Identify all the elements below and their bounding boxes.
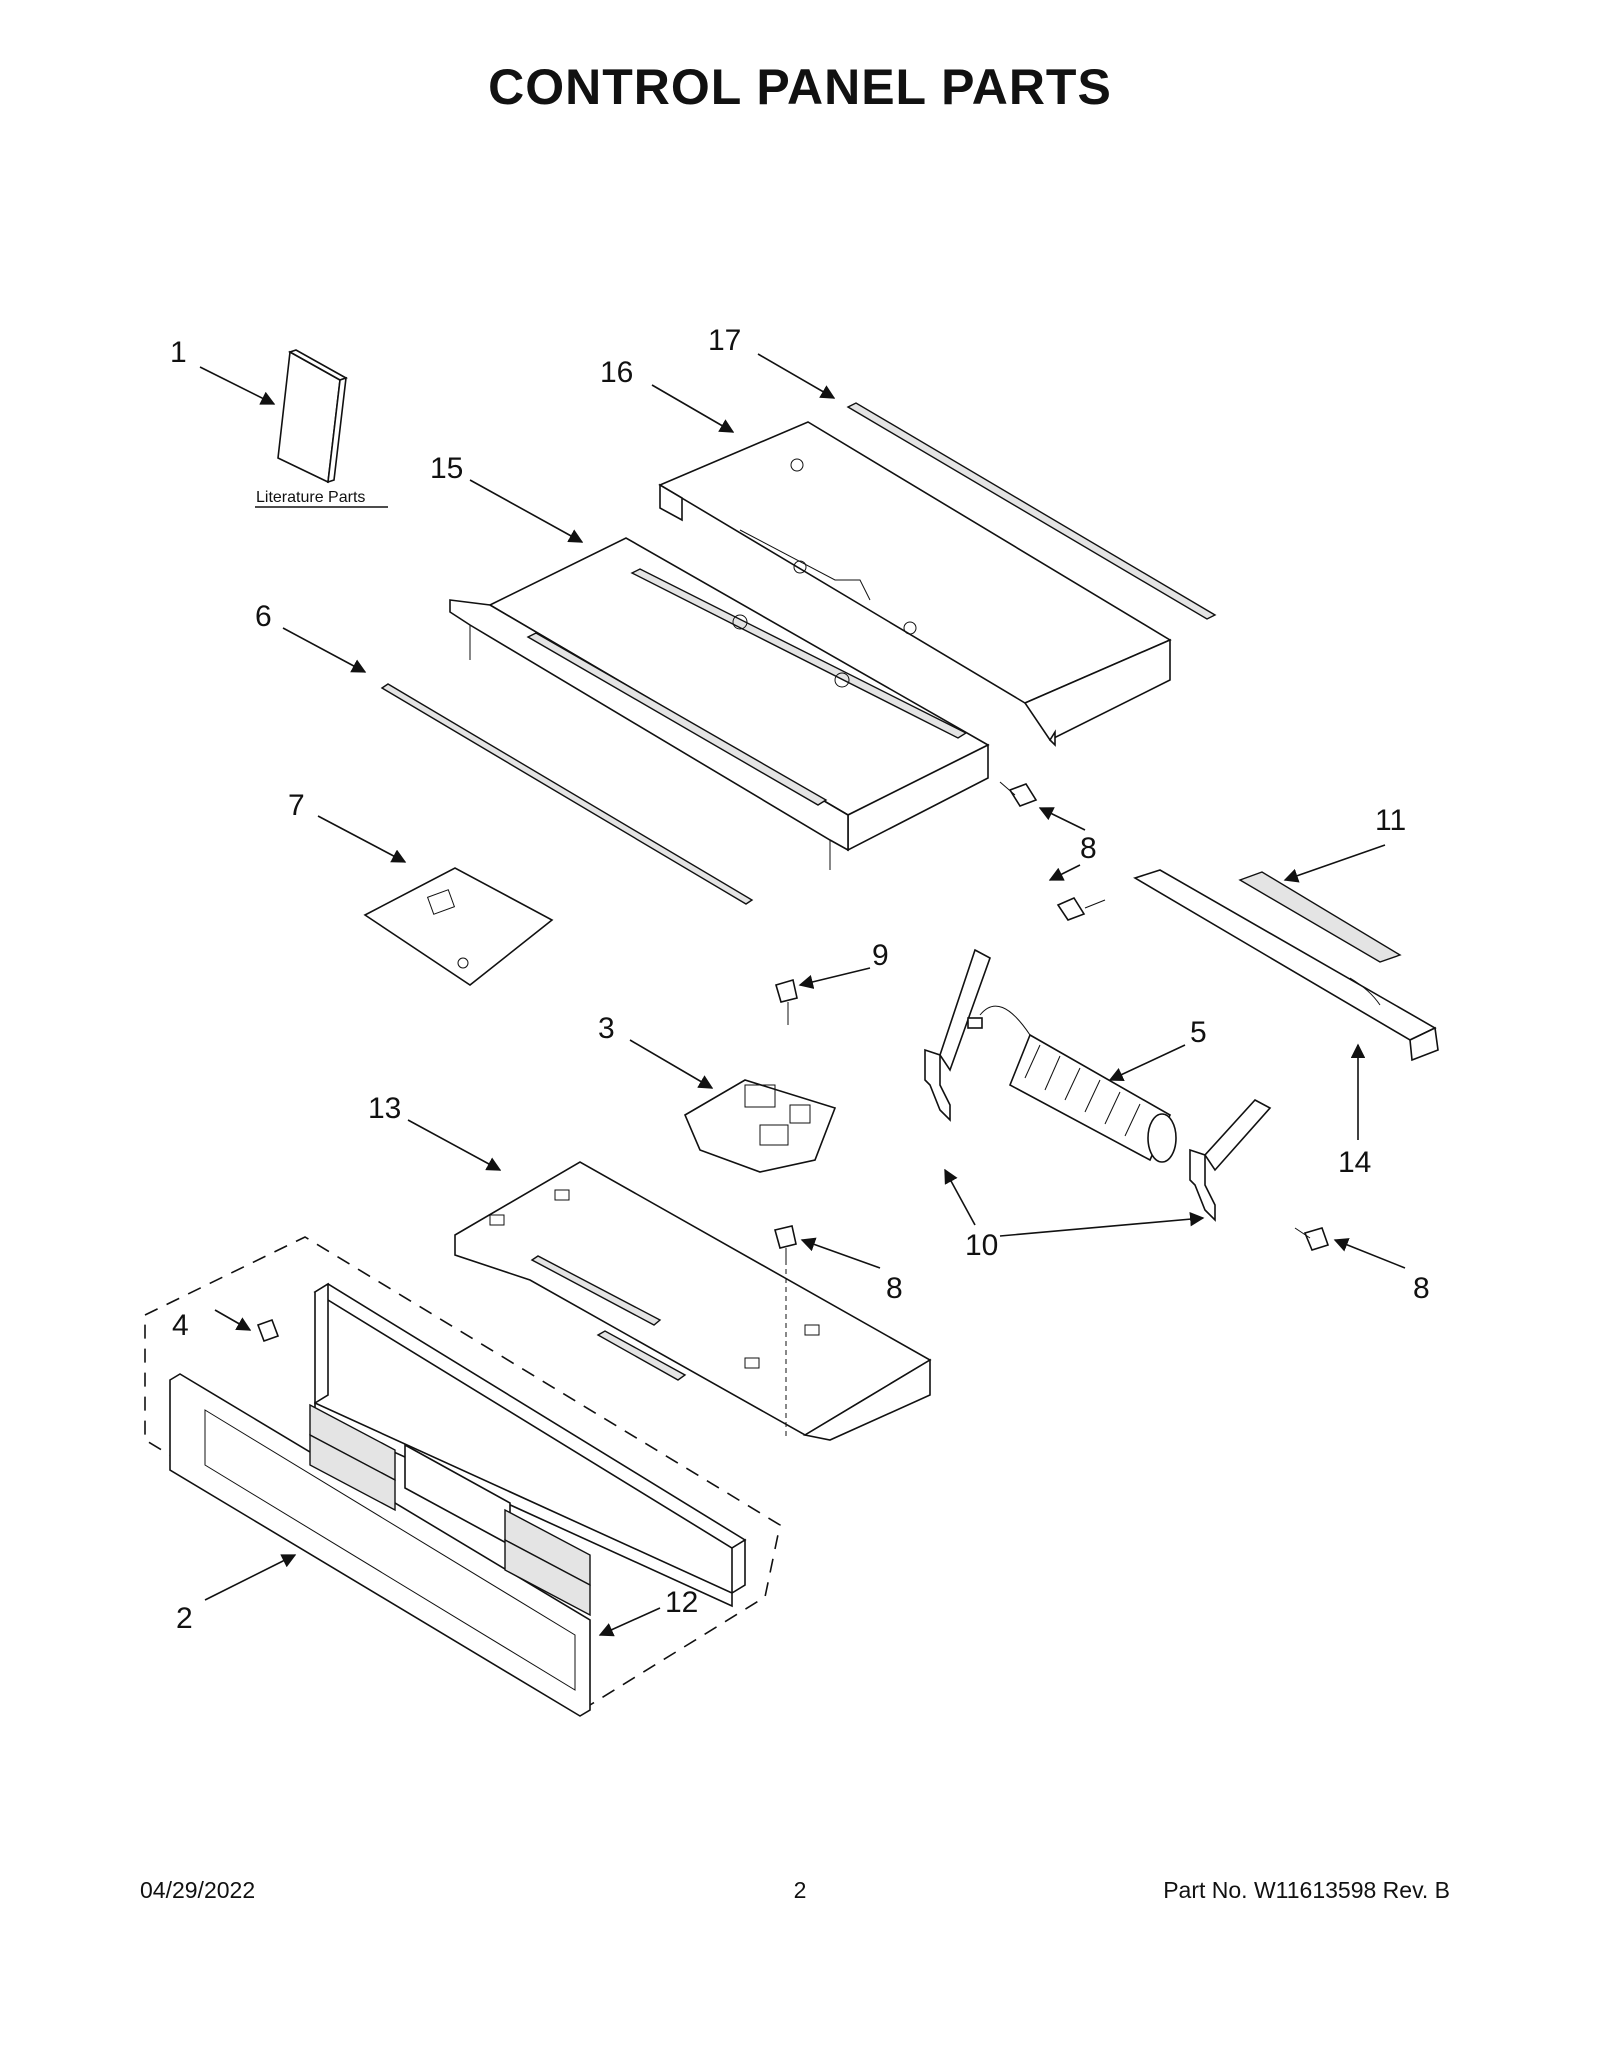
page-title: CONTROL PANEL PARTS [488, 59, 1112, 115]
screw-d [1294, 1227, 1330, 1251]
callout-4: 4 [172, 1309, 189, 1342]
callout-9: 9 [872, 939, 889, 972]
callout-10: 10 [965, 1229, 998, 1262]
callout-16: 16 [600, 356, 633, 389]
insulation-sheet [363, 867, 554, 986]
footer-date: 04/29/2022 [140, 1877, 256, 1903]
top-strip [846, 402, 1217, 620]
callout-5: 5 [1190, 1016, 1207, 1049]
fan-bracket-left [924, 948, 991, 1122]
tangential-fan [967, 1005, 1177, 1163]
callout-1: 1 [170, 336, 187, 369]
callout-3: 3 [598, 1012, 615, 1045]
callout-17: 17 [708, 324, 741, 357]
screw-a [999, 781, 1038, 807]
support-rail [1133, 869, 1439, 1062]
control-housing [449, 537, 990, 870]
control-board [683, 1079, 837, 1173]
literature-parts-label: Literature Parts [256, 489, 365, 506]
callout-11: 11 [1375, 804, 1406, 837]
screw-9 [775, 978, 798, 1025]
left-keypad [309, 1403, 396, 1512]
callout-13: 13 [368, 1092, 401, 1125]
control-panel-console [169, 1373, 591, 1717]
callout-6: 6 [255, 600, 272, 633]
upper-cover-panel [658, 421, 1172, 747]
callout-14: 14 [1338, 1146, 1371, 1179]
right-keypad [504, 1508, 591, 1617]
callout-15: 15 [430, 452, 463, 485]
control-panel-assembly-group [144, 1236, 781, 1706]
leader-lines [199, 353, 1406, 1637]
callout-8a: 8 [1080, 832, 1097, 865]
callout-7: 7 [288, 789, 305, 822]
screw-4 [256, 1318, 280, 1343]
gasket-strip [380, 683, 754, 905]
callout-12: 12 [665, 1586, 698, 1619]
screw-b [1056, 896, 1106, 921]
callout-8c: 8 [1413, 1272, 1430, 1305]
callout-2: 2 [176, 1602, 193, 1635]
literature-booklet: Literature Parts [255, 349, 388, 508]
callout-labels: 1 17 16 15 6 7 8 11 9 3 5 13 14 10 8 8 4… [170, 324, 1430, 1635]
footer-part-number: Part No. W11613598 Rev. B [1163, 1877, 1450, 1903]
footer-page-number: 2 [793, 1877, 807, 1903]
screw-c [774, 1225, 797, 1260]
mounting-plate [454, 1161, 932, 1441]
callout-8b: 8 [886, 1272, 903, 1305]
fan-bracket-right [1189, 1099, 1272, 1222]
